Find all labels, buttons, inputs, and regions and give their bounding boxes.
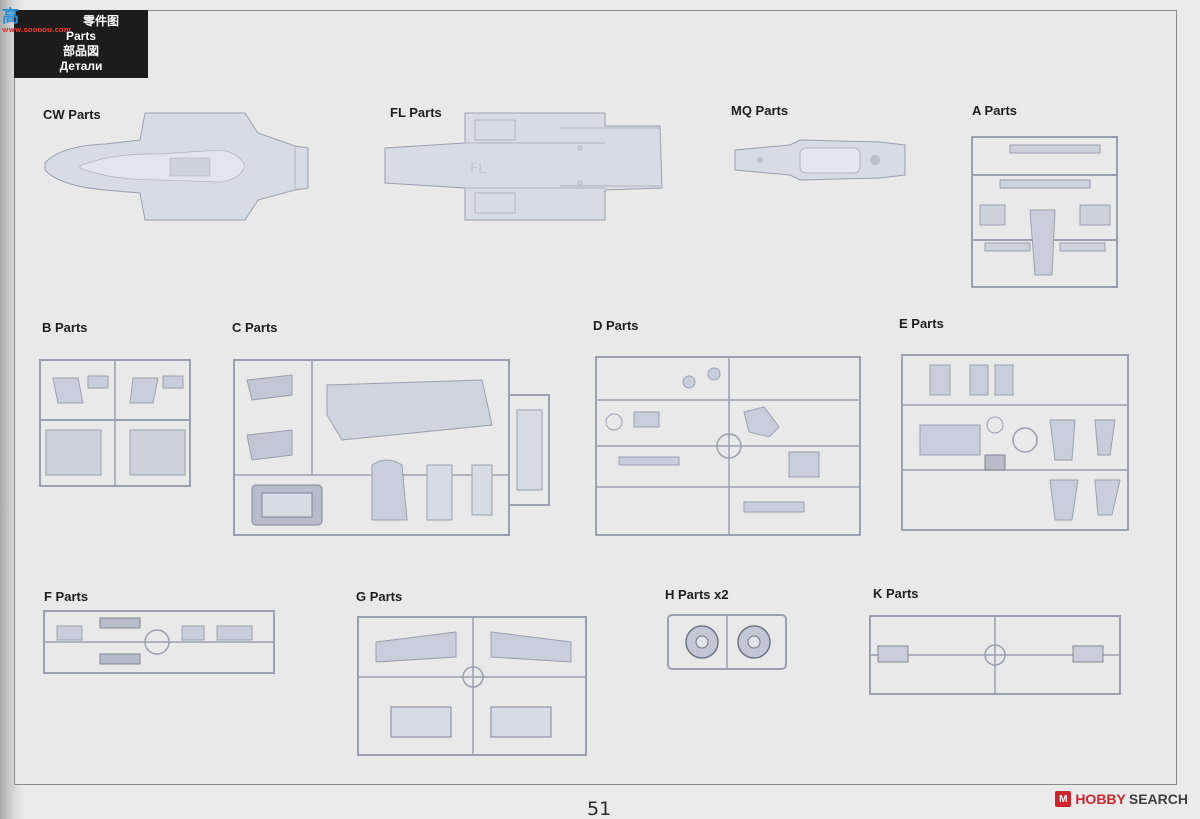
brand-suffix: SEARCH (1128, 791, 1188, 807)
hobby-search-logo-icon: M (1055, 791, 1072, 807)
svg-text:FL: FL (470, 161, 486, 177)
label-fl-parts: FL Parts (390, 105, 442, 120)
g-parts-sprue (357, 616, 587, 756)
watermark-url: www.soooou.com (2, 26, 71, 34)
watermark-logo: 高 (2, 7, 19, 27)
page-number: 51 (587, 798, 612, 819)
k-parts-sprue (869, 615, 1121, 695)
label-k-parts: K Parts (873, 586, 919, 601)
site-watermark: 高 www.soooou.com (2, 8, 72, 38)
parts-title-box: 零件图 Parts 部品図 Детали (14, 10, 148, 78)
label-mq-parts: MQ Parts (731, 103, 789, 118)
label-b-parts: B Parts (42, 320, 88, 335)
h-parts-sprue (667, 614, 787, 670)
title-english: Parts (65, 29, 97, 43)
label-f-parts: F Parts (44, 589, 89, 604)
a-parts-sprue (971, 136, 1118, 288)
cw-parts-diagram (44, 112, 309, 221)
hobby-search-brand: M HOBBY SEARCH (1055, 791, 1188, 807)
title-chinese: 零件图 (82, 14, 119, 28)
brand-prefix: HOBBY (1075, 791, 1126, 807)
d-parts-sprue (595, 356, 861, 536)
b-parts-sprue (39, 359, 191, 487)
e-parts-sprue (901, 354, 1129, 531)
label-c-parts: C Parts (232, 320, 278, 335)
label-d-parts: D Parts (593, 318, 639, 333)
label-h-parts: H Parts x2 (665, 587, 729, 602)
label-e-parts: E Parts (899, 316, 944, 331)
mq-parts-diagram (734, 139, 906, 181)
label-a-parts: A Parts (972, 103, 1018, 118)
f-parts-sprue (43, 610, 275, 674)
label-cw-parts: CW Parts (43, 107, 101, 122)
c-parts-sprue (233, 359, 550, 536)
label-g-parts: G Parts (356, 589, 403, 604)
title-japanese: 部品図 (62, 44, 99, 58)
title-russian: Детали (59, 59, 103, 73)
fl-parts-diagram: FL (384, 112, 663, 221)
